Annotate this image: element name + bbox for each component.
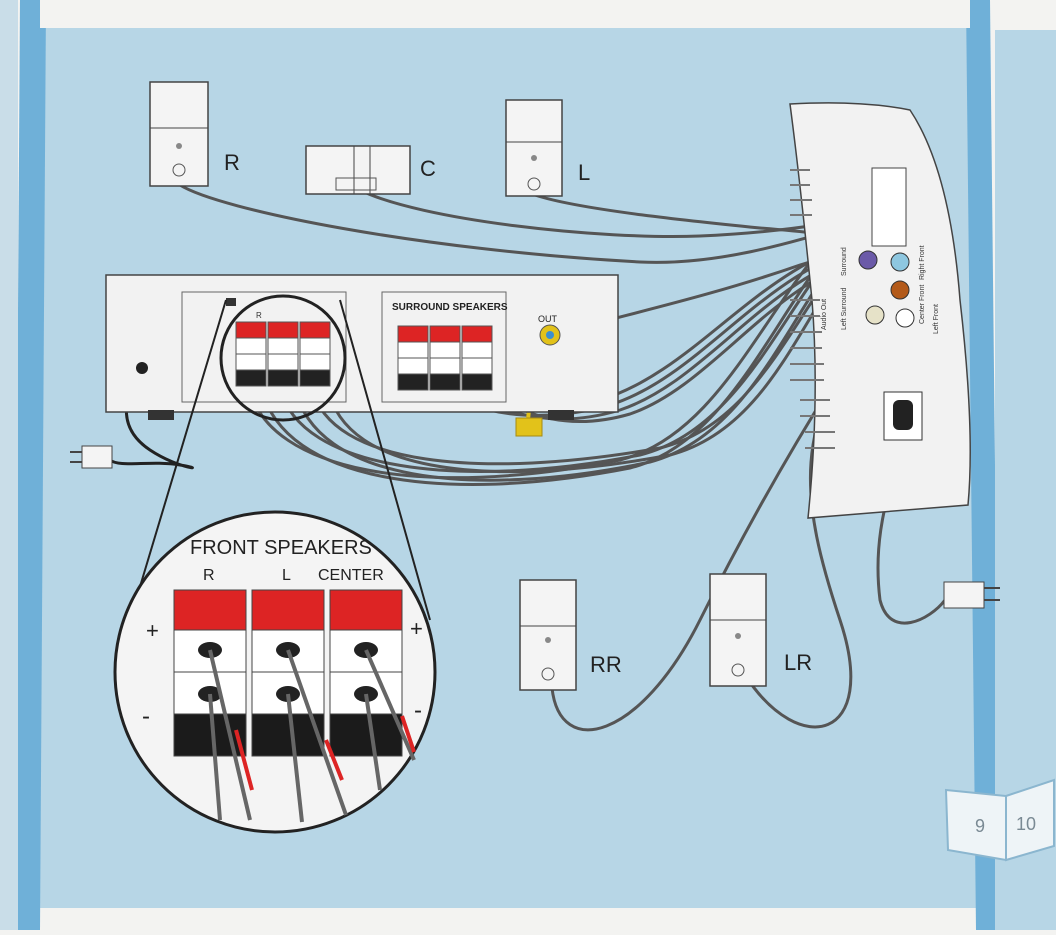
sub-power-plug [943,581,1000,609]
jack-center-front [890,280,910,300]
left-frame-strip [14,0,46,930]
zoom-title: FRONT SPEAKERS [190,537,372,559]
left-margin [0,0,18,930]
amp-front-terminal-l [267,321,299,387]
jack-left-surround [865,305,885,325]
top-margin [40,0,970,28]
label-speaker-rr: RR [590,652,622,677]
subwoofer-vents [790,169,835,449]
zoom-col-r: R [203,567,215,584]
amp-power-jack [136,362,148,374]
label-speaker-c: C [420,156,436,181]
right-margin [995,30,1056,930]
subwoofer: Audio Out Right Front Center Front Left … [789,102,971,519]
zoom-minus-left: - [142,703,150,730]
label-center-front: Center Front [919,285,926,324]
wire-front-right [179,183,861,264]
zoom-col-l: L [282,567,291,584]
amp-front-r-small: R [256,311,262,320]
zoom-callout: FRONT SPEAKERS R L CENTER + + - - [113,294,437,834]
jack-surround [858,250,878,270]
zoom-plus-left: + [146,618,159,643]
speaker-rear-left: LR [709,573,812,687]
zoom-terminal-l [251,589,325,757]
zoom-plus-right: + [410,616,423,641]
amp-front-terminal-r [235,321,267,387]
label-speaker-l: L [578,160,590,185]
jack-left-front [895,308,915,328]
speaker-center: C [305,145,436,195]
label-audio-out: Audio Out [821,299,828,330]
label-right-front: Right Front [919,245,926,280]
subwoofer-speaker-panel [871,167,907,247]
amp-surround-terminal-1 [397,325,429,391]
zoom-minus-right: - [414,697,422,724]
label-surround: Surround [841,247,848,276]
amp-out-label: OUT [538,314,558,324]
amp-power-plug [70,445,113,469]
right-frame-strip [966,0,1000,930]
jack-right-front [890,252,910,272]
amp-surround-label: SURROUND SPEAKERS [392,302,508,313]
speaker-front-right: R [149,81,240,187]
label-speaker-r: R [224,150,240,175]
zoom-terminal-center [329,589,403,757]
amp-surround-terminal-2 [429,325,461,391]
zoom-col-center: CENTER [318,567,384,584]
zoom-source-circle [219,294,347,422]
coax-plug [515,417,543,437]
speaker-rear-right: RR [519,579,622,691]
zoom-wires [208,649,416,823]
amplifier: R SURROUND SPEAKERS OUT [105,274,619,420]
page-number-left: 9 [975,816,985,836]
label-left-front: Left Front [933,304,940,334]
label-left-surround: Left Surround [841,287,848,330]
label-speaker-lr: LR [784,650,812,675]
speaker-front-left: L [505,99,590,197]
page-number-right: 10 [1016,814,1036,834]
amp-front-terminal-center [299,321,331,387]
amp-surround-terminal-3 [461,325,493,391]
wire-surround-4 [488,252,881,423]
page-indicator: 9 10 [944,778,1055,862]
